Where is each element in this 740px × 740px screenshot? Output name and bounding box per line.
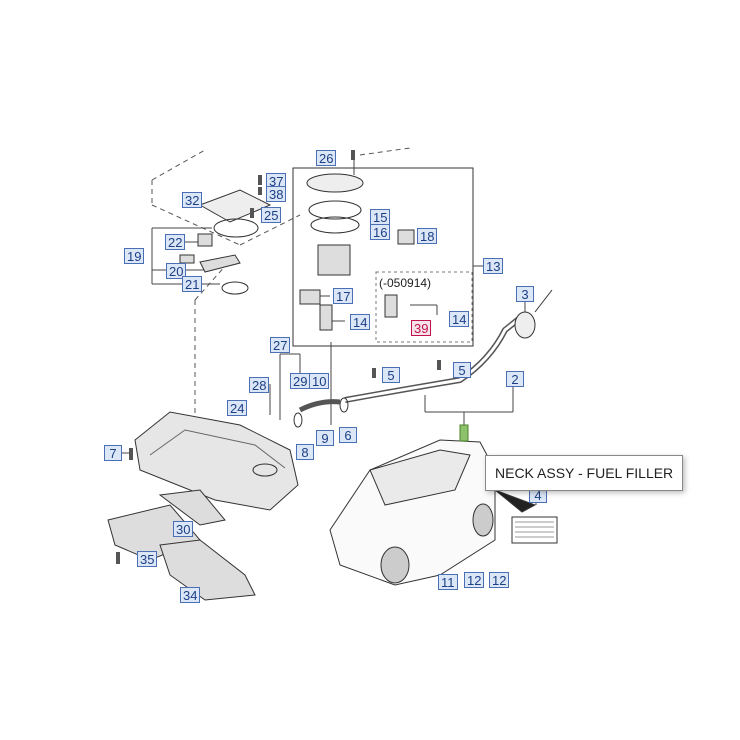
fuel-tank — [134, 411, 299, 511]
callout-8[interactable]: 8 — [296, 444, 314, 460]
callout-6[interactable]: 6 — [339, 427, 357, 443]
callout-25[interactable]: 25 — [261, 207, 282, 223]
callout-15[interactable]: 15 — [370, 209, 391, 225]
callout-5-right[interactable]: 5 — [453, 362, 471, 378]
vehicle-rear-wheel — [472, 503, 494, 537]
pump-gasket — [308, 200, 362, 220]
tank-seam — [149, 429, 286, 469]
pump-reservoir — [317, 244, 351, 276]
hose-clamp-8 — [293, 412, 303, 428]
pump-motor — [319, 304, 333, 331]
callout-13[interactable]: 13 — [483, 258, 504, 274]
callout-26[interactable]: 26 — [316, 150, 337, 166]
callout-14-variant[interactable]: 14 — [449, 311, 470, 327]
sender-flange — [213, 218, 259, 238]
callout-2[interactable]: 2 — [506, 371, 524, 387]
filler-hose — [298, 399, 341, 413]
gasket-plate — [198, 189, 272, 223]
callout-18[interactable]: 18 — [417, 228, 438, 244]
callout-20[interactable]: 20 — [166, 263, 187, 279]
sensor — [179, 254, 195, 264]
callout-17[interactable]: 17 — [333, 288, 354, 304]
bolts — [116, 150, 441, 564]
pump-variant-date-label: (-050914) — [379, 276, 432, 290]
callout-35[interactable]: 35 — [137, 551, 158, 567]
callout-38[interactable]: 38 — [266, 186, 287, 202]
callout-34[interactable]: 34 — [180, 587, 201, 603]
callout-12-left[interactable]: 12 — [464, 572, 485, 588]
pump-filter — [299, 289, 321, 305]
callout-7[interactable]: 7 — [104, 445, 122, 461]
filler-pipe — [344, 315, 522, 403]
tank-strap — [158, 489, 226, 526]
callout-32[interactable]: 32 — [182, 192, 203, 208]
vehicle-windshield — [369, 449, 471, 506]
fuel-cap — [514, 311, 536, 339]
callout-14[interactable]: 14 — [350, 314, 371, 330]
pump-inset-box — [292, 167, 474, 347]
callout-10[interactable]: 10 — [309, 373, 330, 389]
cap-tether — [534, 289, 553, 313]
callout-24[interactable]: 24 — [227, 400, 248, 416]
o-ring — [221, 281, 249, 295]
pump-ring — [310, 216, 360, 234]
part-tooltip: NECK ASSY - FUEL FILLER — [485, 455, 684, 491]
hose-clamp-6 — [339, 397, 349, 413]
callout-28[interactable]: 28 — [249, 377, 270, 393]
filler-pipe-inner — [344, 316, 521, 402]
dashed-guides — [151, 147, 411, 415]
warning-label-graphic — [511, 516, 558, 544]
sender-float — [199, 254, 241, 273]
selected-part-marker — [459, 424, 469, 442]
leader-lines — [120, 160, 537, 505]
callout-12-right[interactable]: 12 — [489, 572, 510, 588]
callout-21[interactable]: 21 — [182, 276, 203, 292]
pressure-regulator — [397, 229, 415, 245]
tank-opening — [252, 463, 278, 477]
callout-9[interactable]: 9 — [316, 430, 334, 446]
pump-variant-box — [375, 271, 473, 343]
callout-3[interactable]: 3 — [516, 286, 534, 302]
vehicle-front-wheel — [380, 546, 410, 584]
connector — [197, 233, 213, 247]
callout-30[interactable]: 30 — [173, 521, 194, 537]
pump-motor-variant — [384, 294, 398, 318]
callout-16[interactable]: 16 — [370, 224, 391, 240]
callout-19[interactable]: 19 — [124, 248, 145, 264]
callout-11[interactable]: 11 — [438, 574, 458, 590]
callout-5-left[interactable]: 5 — [382, 367, 400, 383]
callout-27[interactable]: 27 — [270, 337, 291, 353]
filler-pointer — [494, 489, 537, 513]
pump-cover — [306, 173, 364, 193]
callout-39[interactable]: 39 — [411, 320, 432, 336]
heat-shield-rear — [159, 539, 256, 601]
callout-29[interactable]: 29 — [290, 373, 311, 389]
callout-22[interactable]: 22 — [165, 234, 186, 250]
